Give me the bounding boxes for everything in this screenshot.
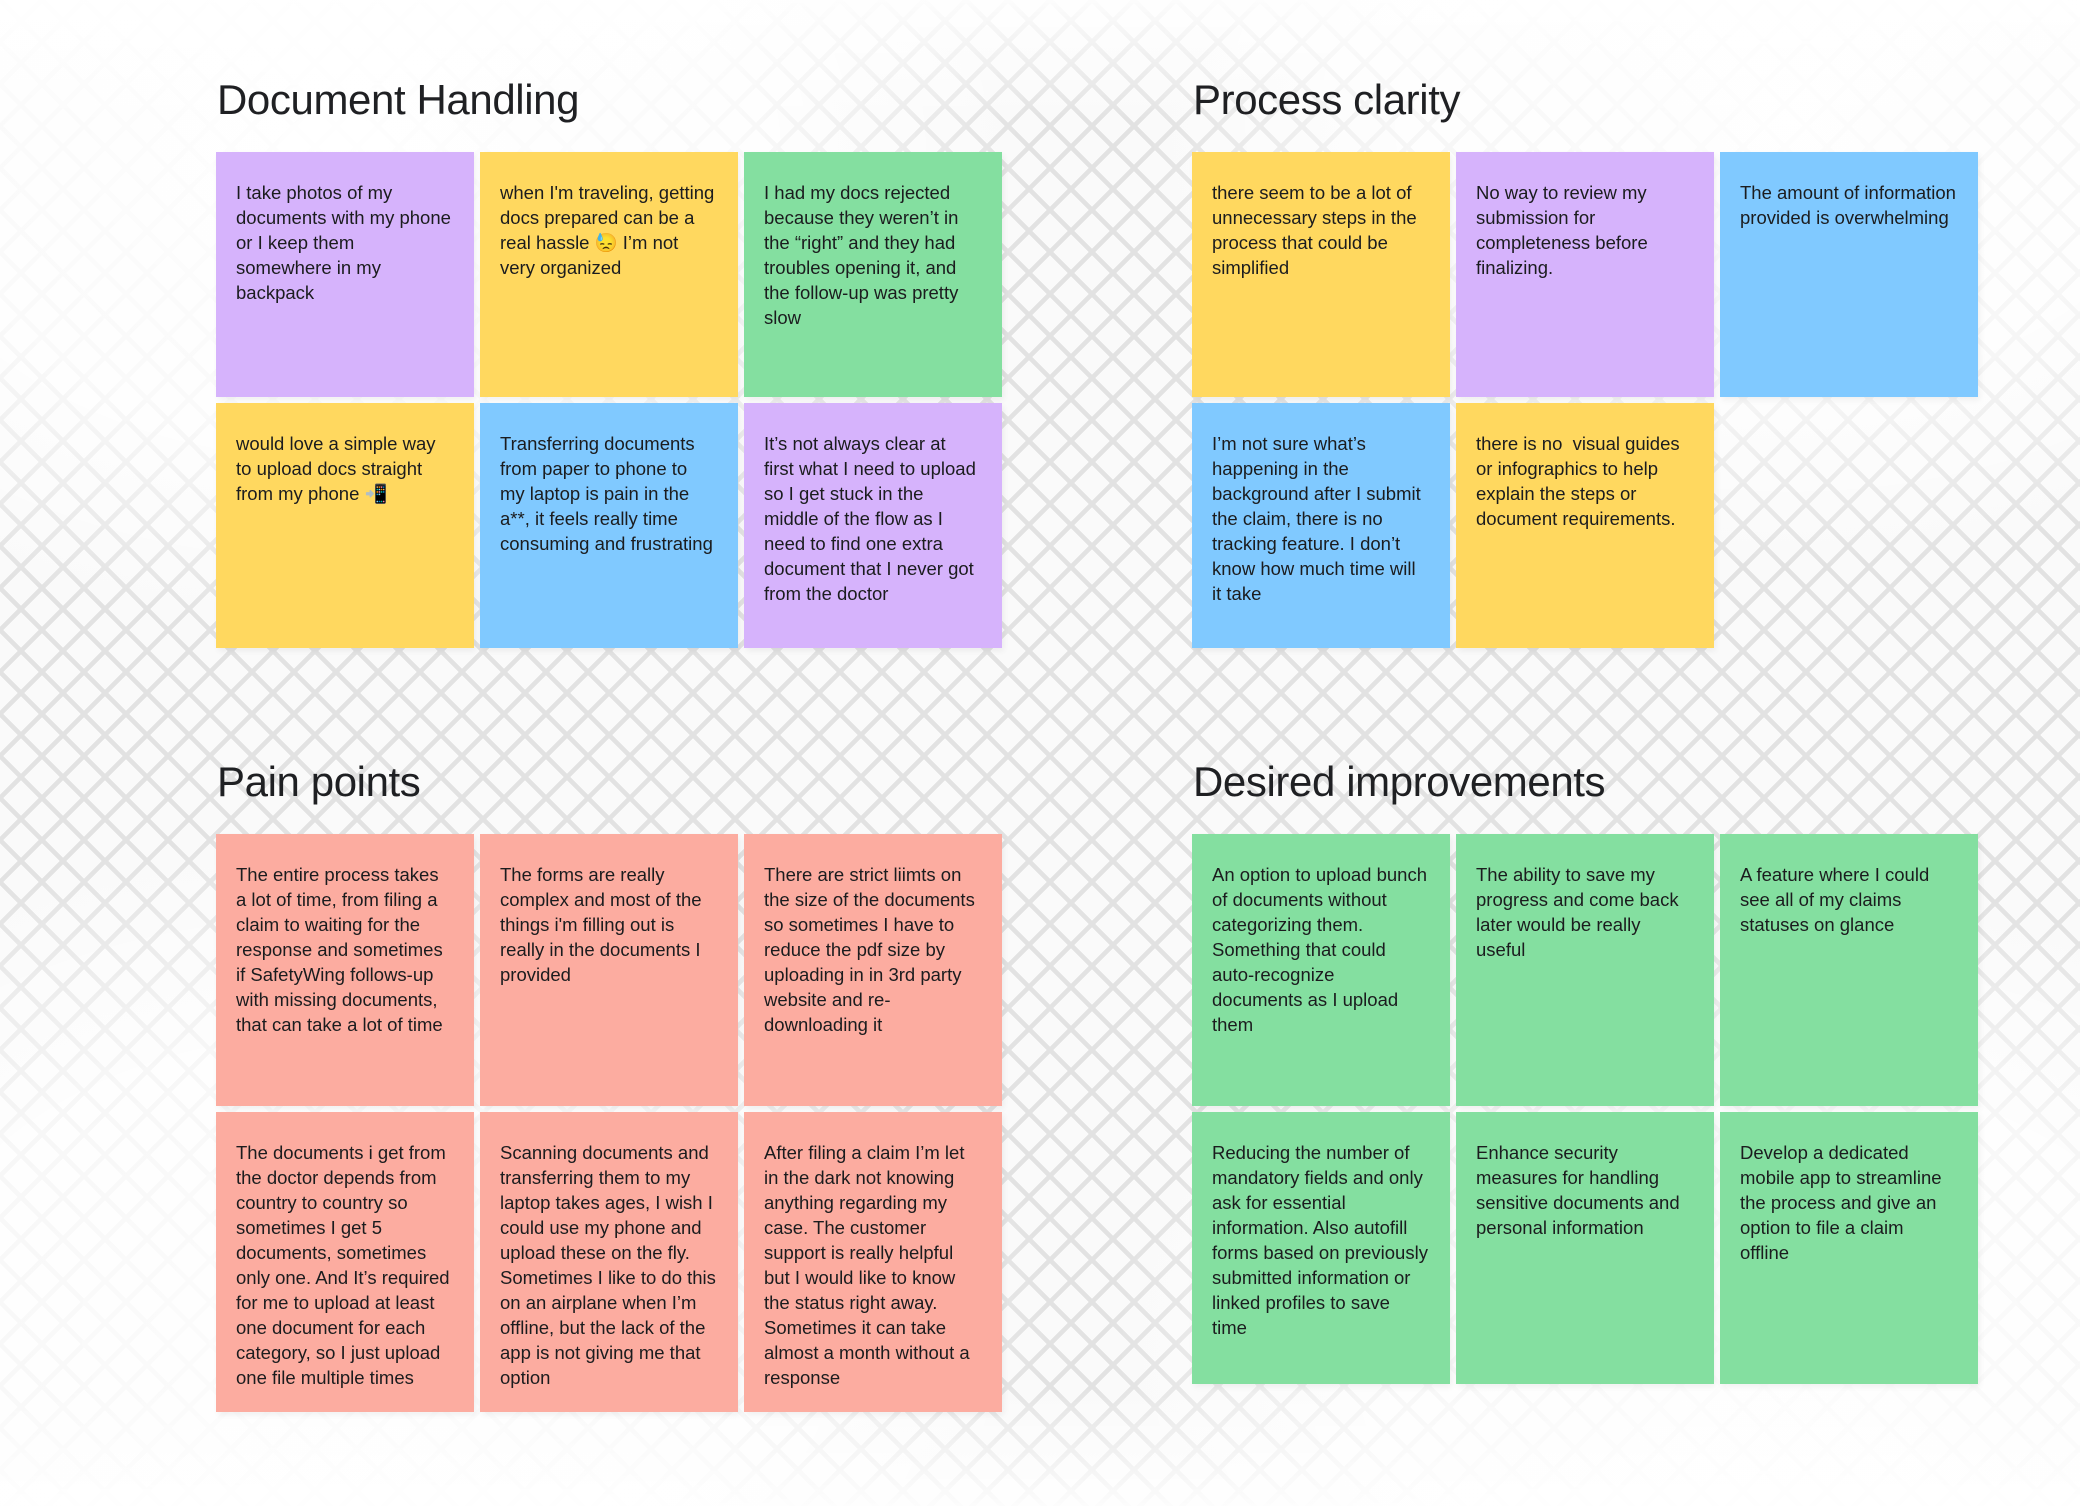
notes-grid-desired-improvements: An option to upload bunch of documents w… xyxy=(1192,834,2080,1385)
sticky-note[interactable]: Develop a dedicated mobile app to stream… xyxy=(1720,1112,1978,1385)
sticky-note[interactable]: The ability to save my progress and come… xyxy=(1456,834,1714,1107)
notes-grid-document-handling: I take photos of my documents with my ph… xyxy=(216,152,1104,649)
sticky-note[interactable]: Scanning documents and transferring them… xyxy=(480,1112,738,1413)
quadrant-title-pain-points: Pain points xyxy=(217,758,421,806)
sticky-note[interactable]: There are strict liimts on the size of t… xyxy=(744,834,1002,1107)
sticky-note[interactable]: The entire process takes a lot of time, … xyxy=(216,834,474,1107)
notes-grid-pain-points: The entire process takes a lot of time, … xyxy=(216,834,1104,1413)
quadrant-document-handling: Document Handling I take photos of my do… xyxy=(216,76,1104,649)
sticky-note[interactable]: Reducing the number of mandatory fields … xyxy=(1192,1112,1450,1385)
sticky-note[interactable]: It’s not always clear at first what I ne… xyxy=(744,403,1002,649)
sticky-note[interactable]: there is no visual guides or infographic… xyxy=(1456,403,1714,649)
quadrant-process-clarity: Process clarity there seem to be a lot o… xyxy=(1192,76,2080,649)
sticky-note[interactable]: After filing a claim I’m let in the dark… xyxy=(744,1112,1002,1413)
sticky-note[interactable]: would love a simple way to upload docs s… xyxy=(216,403,474,649)
sticky-note[interactable]: The forms are really complex and most of… xyxy=(480,834,738,1107)
sticky-note[interactable]: Transferring documents from paper to pho… xyxy=(480,403,738,649)
quadrant-title-process-clarity: Process clarity xyxy=(1193,76,1461,123)
sticky-note[interactable]: The amount of information provided is ov… xyxy=(1720,152,1978,398)
quadrant-title-desired-improvements: Desired improvements xyxy=(1193,758,1606,806)
sticky-note[interactable]: A feature where I could see all of my cl… xyxy=(1720,834,1978,1107)
quadrant-title-document-handling: Document Handling xyxy=(217,76,580,123)
quadrant-desired-improvements: Desired improvements An option to upload… xyxy=(1192,758,2080,1412)
sticky-note[interactable]: I take photos of my documents with my ph… xyxy=(216,152,474,398)
sticky-note[interactable]: when I'm traveling, getting docs prepare… xyxy=(480,152,738,398)
quadrant-grid: Document Handling I take photos of my do… xyxy=(216,76,2080,1413)
sticky-note[interactable]: I’m not sure what’s happening in the bac… xyxy=(1192,403,1450,649)
sticky-note[interactable]: No way to review my submission for compl… xyxy=(1456,152,1714,398)
sticky-note[interactable]: Enhance security measures for handling s… xyxy=(1456,1112,1714,1385)
quadrant-pain-points: Pain points The entire process takes a l… xyxy=(216,758,1104,1413)
notes-grid-process-clarity: there seem to be a lot of unnecessary st… xyxy=(1192,152,2080,649)
sticky-note[interactable]: An option to upload bunch of documents w… xyxy=(1192,834,1450,1107)
sticky-note[interactable]: The documents i get from the doctor depe… xyxy=(216,1112,474,1413)
sticky-note[interactable]: I had my docs rejected because they were… xyxy=(744,152,1002,398)
sticky-note[interactable]: there seem to be a lot of unnecessary st… xyxy=(1192,152,1450,398)
